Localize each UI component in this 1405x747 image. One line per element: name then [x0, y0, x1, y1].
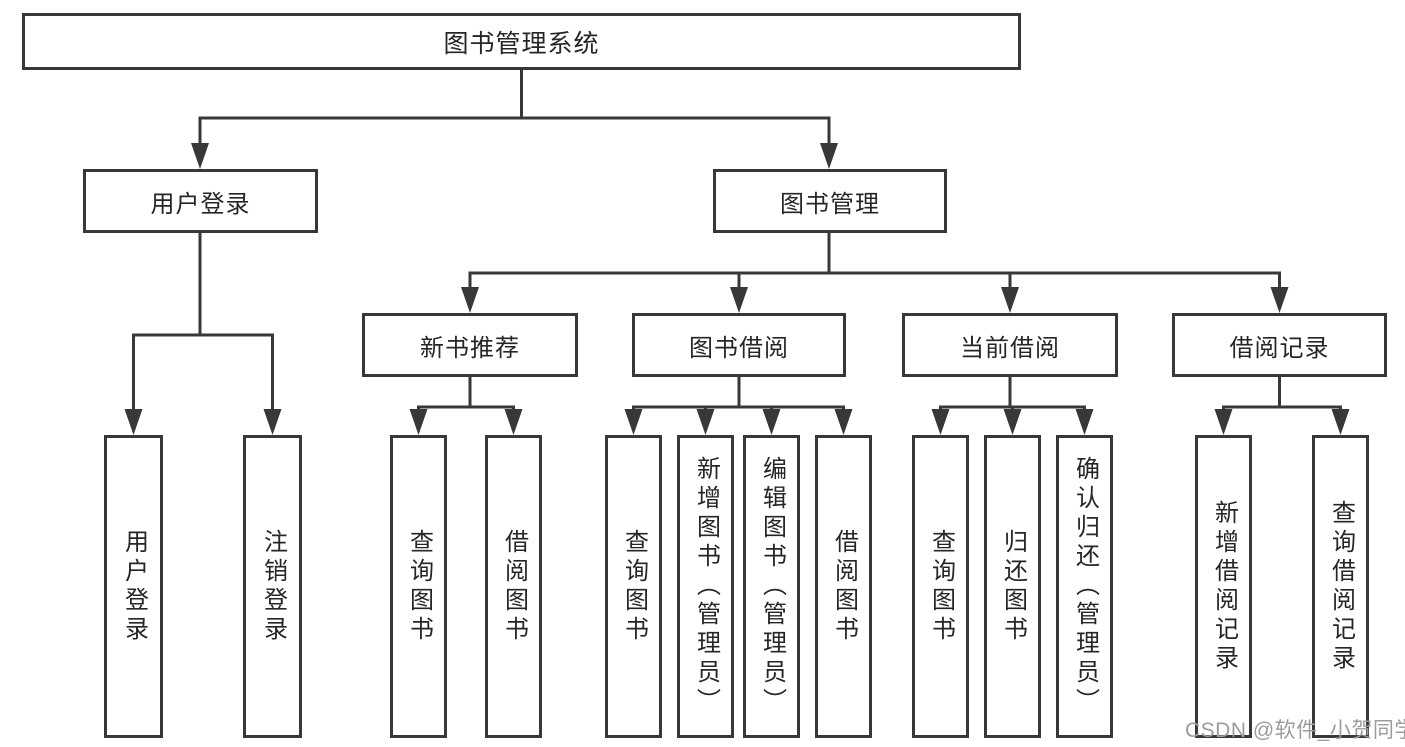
node-book-management: 图书管理 [713, 169, 947, 233]
leaf-logout-login: 注销登录 [243, 435, 302, 738]
csdn-watermark: CSDN @软件_小贺同学 [1185, 719, 1405, 742]
leaf-label: 用户登录 [120, 528, 148, 645]
node-label: 当前借阅 [960, 334, 1060, 362]
node-label: 图书借阅 [689, 334, 789, 362]
leaf-label: 借阅图书 [500, 528, 528, 645]
node-new-book-recommend: 新书推荐 [362, 313, 578, 377]
leaf-return-books: 归还图书 [984, 435, 1041, 738]
leaf-label: 查询图书 [405, 528, 433, 645]
leaf-label: 查询图书 [927, 528, 955, 645]
leaf-label: 确认归还（管理员） [1071, 456, 1099, 717]
node-library-management-system: 图书管理系统 [22, 13, 1021, 70]
node-borrow-records: 借阅记录 [1172, 313, 1387, 377]
leaf-borrow-books-recommend: 借阅图书 [485, 435, 542, 738]
leaf-query-books-recommend: 查询图书 [390, 435, 447, 738]
leaf-query-borrow-record: 查询借阅记录 [1312, 435, 1369, 738]
node-user-login: 用户登录 [83, 169, 318, 233]
leaf-label: 查询借阅记录 [1327, 499, 1355, 674]
leaf-label: 新增图书（管理员） [692, 456, 720, 717]
node-label: 图书管理 [780, 190, 880, 218]
leaf-edit-books-admin: 编辑图书（管理员） [743, 435, 800, 738]
leaf-add-books-admin: 新增图书（管理员） [677, 435, 734, 738]
node-label: 图书管理系统 [443, 29, 600, 58]
leaf-borrow-books: 借阅图书 [815, 435, 872, 738]
leaf-query-books-current: 查询图书 [912, 435, 969, 738]
node-book-borrow: 图书借阅 [632, 313, 846, 377]
leaf-confirm-return-admin: 确认归还（管理员） [1056, 435, 1113, 738]
leaf-label: 归还图书 [999, 528, 1027, 645]
leaf-label: 编辑图书（管理员） [758, 456, 786, 717]
node-current-borrow: 当前借阅 [902, 313, 1118, 377]
leaf-user-login: 用户登录 [104, 435, 163, 738]
leaf-query-books-borrow: 查询图书 [605, 435, 662, 738]
node-label: 借阅记录 [1229, 334, 1330, 362]
node-label: 新书推荐 [420, 334, 520, 362]
leaf-add-borrow-record: 新增借阅记录 [1195, 435, 1252, 738]
leaf-label: 借阅图书 [830, 528, 858, 645]
leaf-label: 查询图书 [620, 528, 648, 645]
leaf-label: 注销登录 [259, 528, 287, 645]
node-label: 用户登录 [150, 190, 251, 218]
leaf-label: 新增借阅记录 [1210, 499, 1238, 674]
